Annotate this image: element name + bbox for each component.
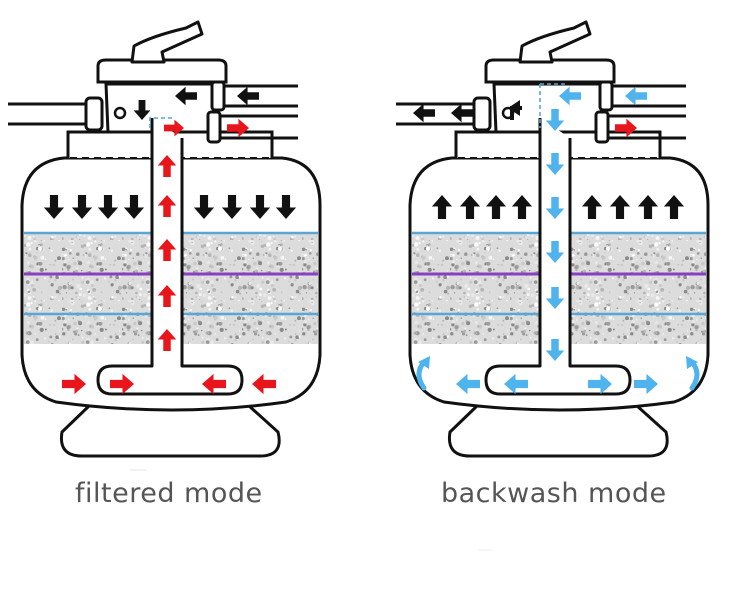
bottom-arrow-inner-left [110, 373, 134, 395]
bed-arrow-down-1 [71, 195, 93, 219]
inflow-arrow-down [133, 100, 151, 120]
bed-arrow-up-6 [637, 195, 659, 219]
right-pipe-upper [606, 84, 686, 108]
bed-arrow-down-0 [43, 195, 65, 219]
bed-arrow-down-3 [123, 195, 145, 219]
riser-arrow-down-5 [545, 339, 565, 361]
bed-arrow-up-0 [431, 195, 453, 219]
riser-arrow-down-0 [545, 109, 565, 131]
valve-handle [130, 20, 204, 64]
bottom-arrow-outer-left [62, 373, 86, 395]
valve-cap [484, 58, 616, 84]
riser-arrow-down-4 [545, 287, 565, 309]
inflow-arrow-inner [559, 86, 581, 106]
left-pipe [8, 102, 90, 126]
bed-arrow-up-1 [459, 195, 481, 219]
upper-union [210, 80, 226, 112]
riser-arrow-up-0 [157, 155, 177, 177]
swirl-arrow-right [686, 356, 700, 391]
bed-arrow-up-7 [663, 195, 685, 219]
bed-arrow-up-3 [511, 195, 533, 219]
outflow-arrow-outer [227, 118, 249, 138]
valve-handle [518, 20, 592, 64]
bed-arrow-up-2 [485, 195, 507, 219]
left-port-ring [113, 106, 127, 120]
riser-arrow-down-2 [545, 197, 565, 219]
filter-backwash [396, 20, 710, 458]
riser-arrow-up-3 [157, 285, 177, 307]
lower-union [206, 110, 222, 144]
filter-base [59, 403, 281, 458]
bed-arrow-down-4 [193, 195, 215, 219]
waste-arrow-outer [413, 103, 435, 123]
riser-arrow-up-1 [157, 195, 177, 217]
riser-arrow-down-1 [545, 153, 565, 175]
backwash-channel [539, 83, 568, 128]
swirl-arrow-left [416, 356, 430, 391]
bottom-arrow-outer-right [252, 373, 276, 395]
inlet-channel [149, 117, 172, 128]
bed-arrow-down-5 [221, 195, 243, 219]
bed-arrow-up-5 [609, 195, 631, 219]
bottom-arrow-inner-left [504, 373, 528, 395]
bottom-arrow-outer-left [456, 373, 480, 395]
riser-arrow-up-4 [157, 329, 177, 351]
upper-union [598, 80, 614, 112]
bottom-arrow-inner-right [202, 373, 226, 395]
outflow-arrow-inner [164, 119, 184, 137]
bottom-arrow-inner-right [588, 373, 612, 395]
riser-arrow-up-2 [157, 239, 177, 261]
waste-arrow-inner [451, 103, 473, 123]
riser-arrow-down-3 [545, 241, 565, 263]
bed-arrow-down-7 [275, 195, 297, 219]
lower-union [594, 110, 610, 144]
left-union [84, 96, 104, 132]
aux-arrow-right [615, 118, 637, 138]
bottom-arrow-outer-right [634, 373, 658, 395]
right-pipe-lower [216, 114, 298, 140]
left-union [472, 96, 492, 132]
filter-base [447, 403, 669, 458]
bed-arrow-down-2 [97, 195, 119, 219]
bed-arrow-down-6 [249, 195, 271, 219]
caption-backwash-mode: backwash mode [441, 478, 667, 509]
right-pipe-lower [604, 114, 686, 140]
filter-filtered [8, 20, 322, 458]
waste-arrow-head [508, 100, 520, 116]
caption-filtered-mode: filtered mode [75, 478, 263, 509]
inflow-arrow-inner [175, 86, 197, 106]
bed-arrow-up-4 [581, 195, 603, 219]
inflow-arrow-outer [237, 86, 259, 106]
valve-cap [96, 58, 228, 84]
inflow-arrow-outer [625, 86, 647, 106]
right-pipe-upper [218, 84, 298, 108]
